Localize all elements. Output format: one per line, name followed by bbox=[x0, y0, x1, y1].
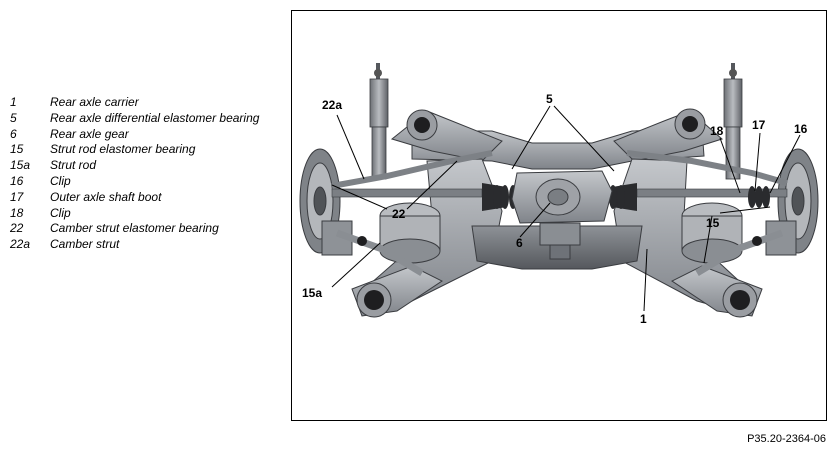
callout-5: 5 bbox=[546, 92, 553, 106]
leader-lines bbox=[331, 105, 801, 312]
shock-absorber-right bbox=[723, 63, 743, 180]
callout-16: 16 bbox=[794, 122, 808, 136]
strut-rod bbox=[335, 229, 784, 277]
wheel-hub-left bbox=[299, 148, 353, 256]
callout-18: 18 bbox=[710, 124, 724, 138]
callout-1: 1 bbox=[640, 312, 647, 326]
callout-22: 22 bbox=[392, 207, 406, 221]
legend-number: 15 bbox=[10, 142, 24, 157]
mount-front-left bbox=[356, 282, 392, 318]
shock-absorber-left bbox=[369, 63, 389, 180]
callout-22a: 22a bbox=[322, 98, 342, 112]
drive-shaft-left bbox=[331, 183, 517, 211]
legend-label: Rear axle gear bbox=[50, 126, 129, 141]
legend-label: Strut rod elastomer bearing bbox=[50, 142, 196, 157]
legend-row: 18 Clip bbox=[10, 206, 280, 222]
callout-17: 17 bbox=[752, 118, 766, 132]
legend-label: Strut rod bbox=[50, 158, 97, 173]
legend-number: 22 bbox=[10, 221, 24, 236]
legend-number: 1 bbox=[10, 95, 17, 109]
legend-label: Camber strut elastomer bearing bbox=[50, 221, 219, 236]
mount-front-right bbox=[722, 282, 758, 318]
callout-6: 6 bbox=[516, 236, 523, 250]
legend-label: Rear axle carrier bbox=[50, 95, 139, 109]
legend-number: 15a bbox=[10, 158, 31, 173]
legend-row: 15a Strut rod bbox=[10, 158, 280, 174]
legend-label: Clip bbox=[50, 173, 71, 188]
camber-strut bbox=[331, 150, 788, 189]
legend-number: 22a bbox=[10, 237, 31, 252]
wheel-hub-right bbox=[765, 148, 819, 256]
legend-row: 17 Outer axle shaft boot bbox=[10, 190, 280, 206]
rear-axle-illustration: 22a 5 18 17 16 22 6 15 15a 1 bbox=[299, 63, 819, 326]
legend-row: 22 Camber strut elastomer bearing bbox=[10, 221, 280, 237]
mount-rear-left bbox=[406, 109, 438, 141]
legend-row: 5 Rear axle differential elastomer beari… bbox=[10, 111, 280, 127]
legend-number: 18 bbox=[10, 205, 24, 220]
axle-illustration-frame: 22a 5 18 17 16 22 6 15 15a 1 bbox=[291, 10, 827, 421]
spring-right bbox=[681, 202, 743, 264]
rear-axle-gear bbox=[511, 170, 613, 260]
legend-label: Clip bbox=[50, 205, 71, 220]
legend-number: 17 bbox=[10, 189, 24, 204]
figure-id: P35.20-2364-06 bbox=[747, 433, 826, 445]
mount-rear-right bbox=[674, 108, 706, 140]
parts-legend: 1 Rear axle carrier 5 Rear axle differen… bbox=[10, 95, 280, 253]
legend-row: 6 Rear axle gear bbox=[10, 127, 280, 143]
legend-label: Camber strut bbox=[50, 237, 120, 252]
legend-number: 5 bbox=[10, 110, 17, 125]
legend-label: Rear axle differential elastomer bearing bbox=[50, 110, 260, 125]
legend-row: 15 Strut rod elastomer bearing bbox=[10, 142, 280, 158]
legend-row: 16 Clip bbox=[10, 174, 280, 190]
spring-left bbox=[379, 202, 441, 264]
legend-number: 6 bbox=[10, 126, 17, 141]
outer-boot-right bbox=[748, 186, 770, 208]
callout-15: 15 bbox=[706, 216, 720, 230]
callout-15a: 15a bbox=[302, 286, 322, 300]
legend-row: 22a Camber strut bbox=[10, 237, 280, 253]
legend-row: 1 Rear axle carrier bbox=[10, 95, 280, 111]
carrier-mounts bbox=[356, 108, 758, 318]
legend-label: Outer axle shaft boot bbox=[50, 189, 162, 204]
legend-number: 16 bbox=[10, 173, 24, 188]
